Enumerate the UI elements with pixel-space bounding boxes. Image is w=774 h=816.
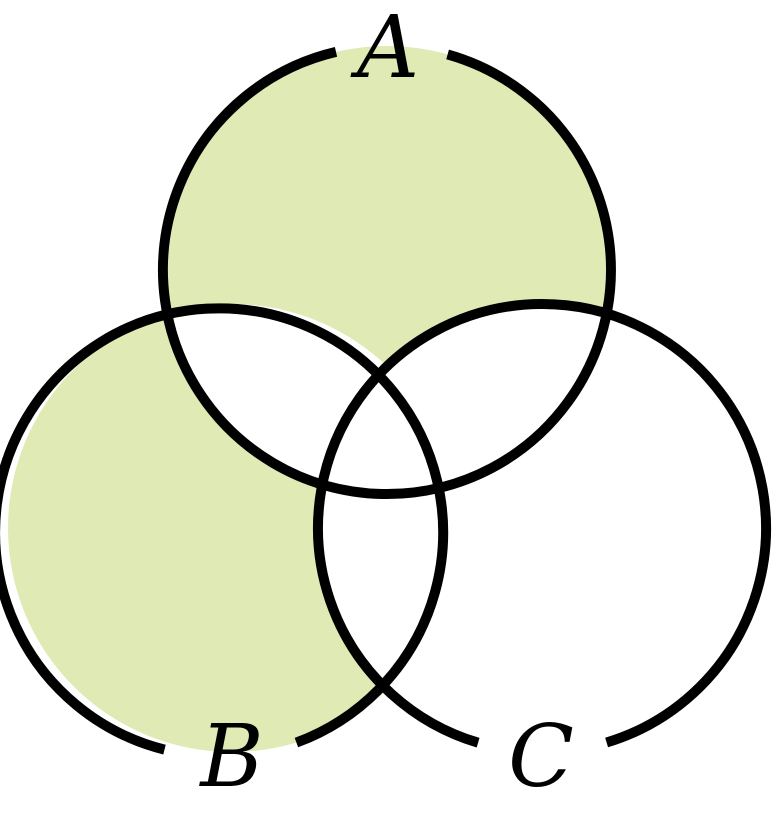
circle-a-outline xyxy=(157,47,616,499)
set-label-c: C xyxy=(508,707,574,807)
set-label-a: A xyxy=(350,0,419,98)
circle-b-outline xyxy=(0,303,449,755)
circle-c-outline xyxy=(313,299,772,748)
set-label-b: B xyxy=(198,707,263,807)
